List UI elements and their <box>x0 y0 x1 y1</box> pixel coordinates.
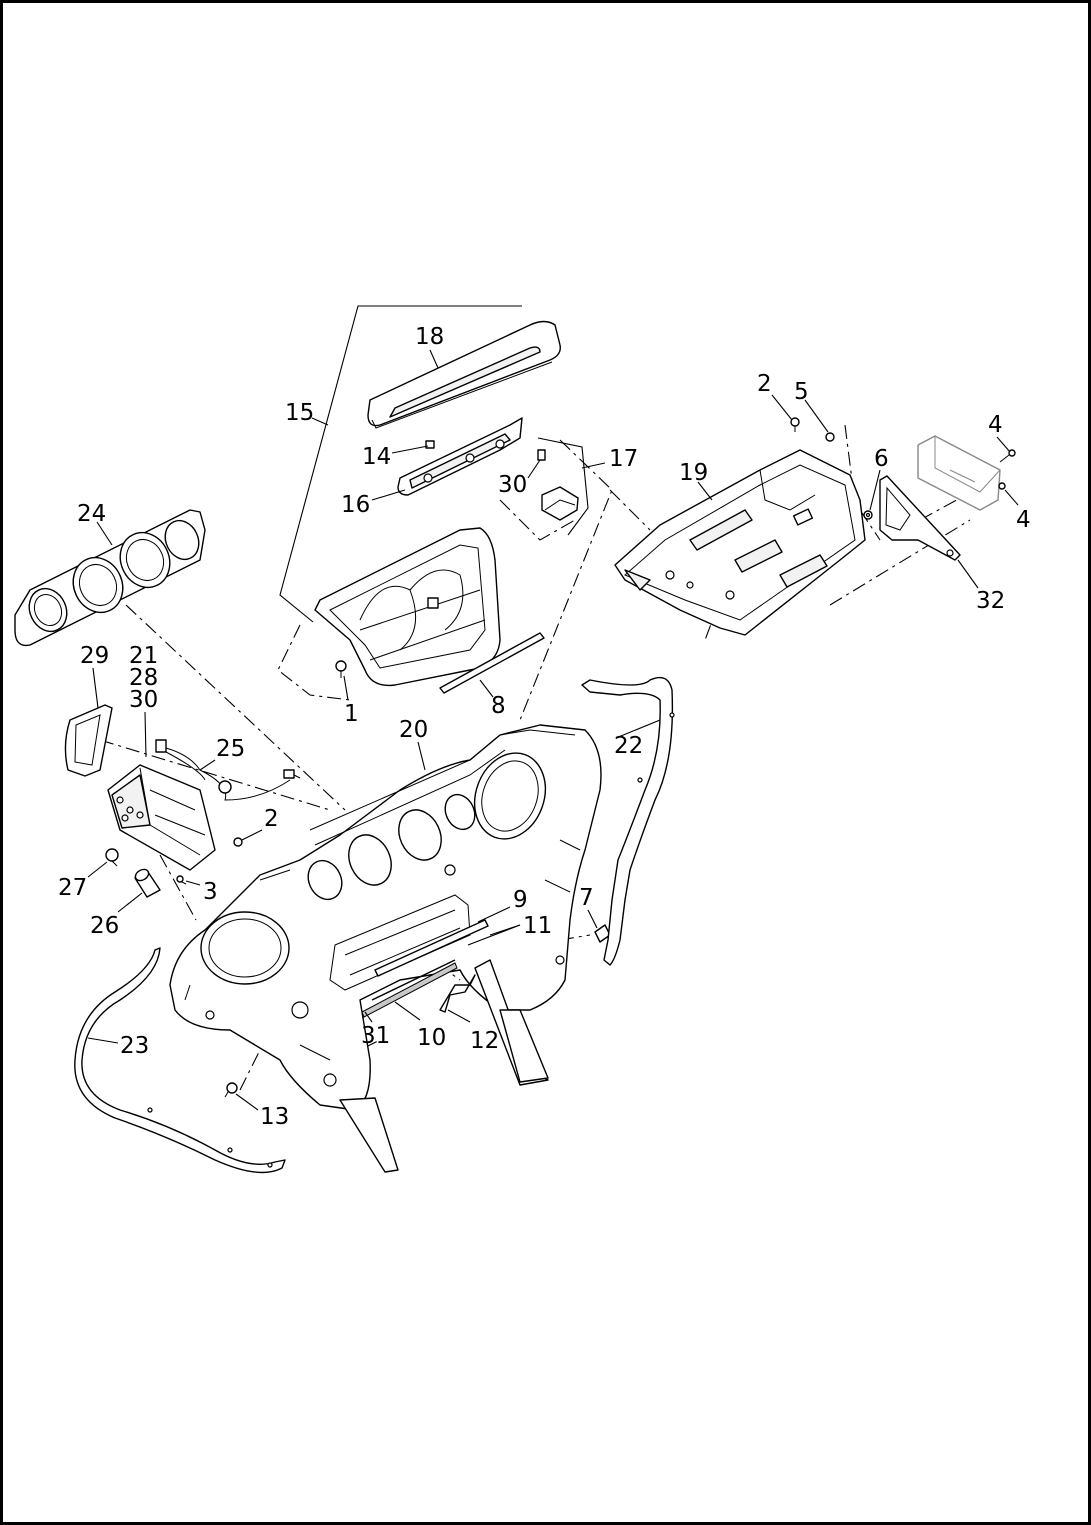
callout-2-top: 2 <box>757 371 772 397</box>
callout-30-left: 30 <box>129 687 158 713</box>
callout-28: 28 <box>129 665 158 691</box>
clip-14 <box>425 440 435 449</box>
radio-unit-phantom <box>917 435 1001 511</box>
callout-3: 3 <box>203 879 218 905</box>
strip-9 <box>374 919 489 977</box>
callout-17: 17 <box>609 446 638 472</box>
fasteners-left <box>176 837 243 885</box>
knob-27 <box>105 848 119 867</box>
cylinder-26 <box>134 868 161 898</box>
callout-20: 20 <box>399 717 428 743</box>
callout-18: 18 <box>415 324 444 350</box>
switch-bracket <box>397 417 523 496</box>
callout-23: 23 <box>120 1033 149 1059</box>
callout-7: 7 <box>579 885 594 911</box>
callout-10: 10 <box>417 1025 446 1051</box>
callout-31: 31 <box>361 1023 390 1049</box>
callout-29: 29 <box>80 643 109 669</box>
speaker-trim-top <box>367 320 561 429</box>
callout-1: 1 <box>344 701 359 727</box>
radio-support-bracket <box>614 449 866 636</box>
leader-lines <box>87 349 1019 1111</box>
callout-14: 14 <box>362 444 391 470</box>
callout-labels: 18 15 14 16 30 17 19 2 5 6 4 4 32 24 1 8… <box>58 324 1031 1130</box>
group-bracket-15 <box>279 305 522 623</box>
callout-32: 32 <box>976 588 1005 614</box>
mounting-bracket-32 <box>879 475 961 561</box>
callout-2-left: 2 <box>264 806 279 832</box>
callout-25: 25 <box>216 736 245 762</box>
callout-12: 12 <box>470 1028 499 1054</box>
inner-fairing-20 <box>169 724 602 1173</box>
bracket-12 <box>439 974 476 1013</box>
callout-15: 15 <box>285 400 314 426</box>
screw-5 <box>825 432 835 442</box>
callout-4-bottom: 4 <box>1016 507 1031 533</box>
callout-16: 16 <box>341 492 370 518</box>
storage-bezel-29 <box>64 704 113 777</box>
callout-21: 21 <box>129 643 158 669</box>
gauge-bezel <box>14 509 206 647</box>
screw-1 <box>335 660 347 678</box>
callout-9: 9 <box>513 887 528 913</box>
callout-4-top: 4 <box>988 412 1003 438</box>
callout-22: 22 <box>614 733 643 759</box>
strip-31 <box>361 962 458 1018</box>
storage-bin-21 <box>107 764 216 871</box>
callout-5: 5 <box>794 379 809 405</box>
callout-24: 24 <box>77 501 106 527</box>
weatherstrip-right-22 <box>581 676 675 966</box>
callout-6: 6 <box>874 446 889 472</box>
screw-4-b <box>998 482 1006 490</box>
screw-4-a <box>999 449 1016 463</box>
callout-19: 19 <box>679 460 708 486</box>
callout-26: 26 <box>90 913 119 939</box>
callout-30-top: 30 <box>498 472 527 498</box>
group-bracket-17 <box>537 437 589 536</box>
screw-2-top <box>790 417 800 432</box>
wiring-harness-25 <box>155 739 301 801</box>
strip-10 <box>371 959 456 1001</box>
callout-27: 27 <box>58 875 87 901</box>
weatherstrip-left-23 <box>74 947 286 1174</box>
trim-strip-8 <box>439 632 545 694</box>
callout-8: 8 <box>491 693 506 719</box>
switch-30-top <box>537 449 579 521</box>
screw-13 <box>224 1082 238 1098</box>
nut-6 <box>863 510 873 520</box>
callout-13: 13 <box>260 1104 289 1130</box>
callout-11: 11 <box>523 913 552 939</box>
